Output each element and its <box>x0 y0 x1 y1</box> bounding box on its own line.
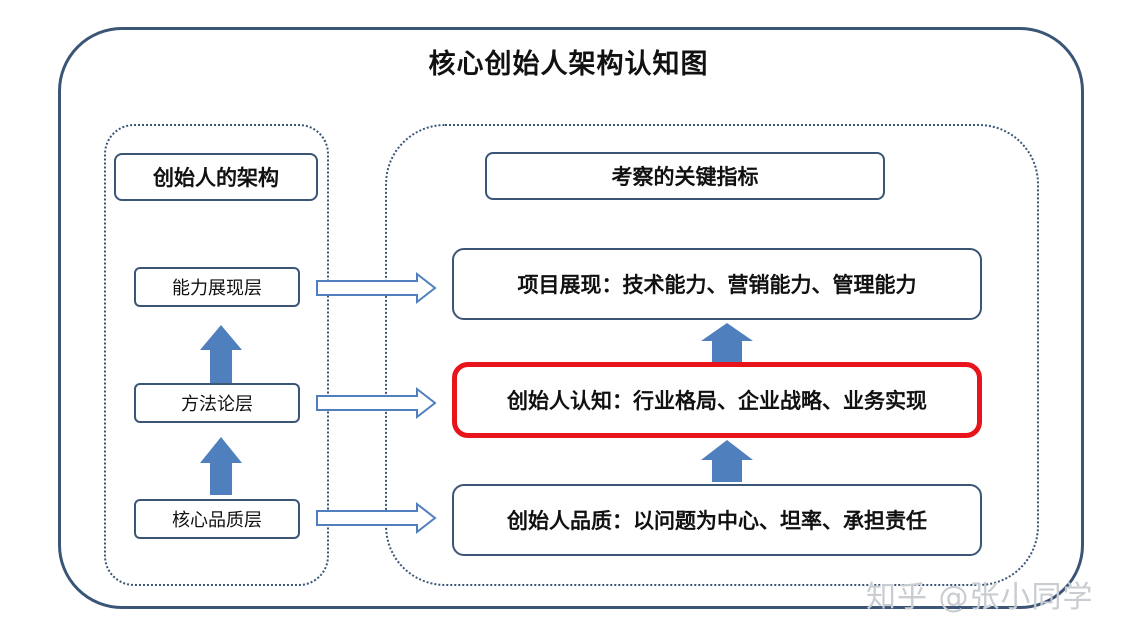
layer-methodology: 方法论层 <box>134 383 300 423</box>
metric-founder-quality: 创始人品质：以问题为中心、坦率、承担责任 <box>452 484 982 556</box>
diagram-title: 核心创始人架构认知图 <box>428 49 709 80</box>
up-arrow-left-lower <box>200 437 242 495</box>
layer-ability: 能力展现层 <box>134 267 300 307</box>
metric-project-display: 项目展现：技术能力、营销能力、管理能力 <box>452 248 982 320</box>
up-arrow-right-upper <box>701 323 753 362</box>
right-arrow-ability <box>316 271 437 305</box>
watermark: 知乎 @张小同学 <box>866 580 1094 615</box>
layer-core-quality: 核心品质层 <box>134 499 300 539</box>
right-header: 考察的关键指标 <box>485 152 885 200</box>
left-panel <box>104 124 329 586</box>
left-header: 创始人的架构 <box>114 153 318 201</box>
metric-founder-cognition: 创始人认知：行业格局、企业战略、业务实现 <box>452 362 982 438</box>
right-arrow-core-quality <box>316 501 437 535</box>
diagram-frame <box>58 27 1084 609</box>
right-panel <box>385 124 1039 586</box>
up-arrow-left-upper <box>200 325 242 383</box>
right-arrow-methodology <box>316 386 437 420</box>
up-arrow-right-lower <box>701 440 753 482</box>
